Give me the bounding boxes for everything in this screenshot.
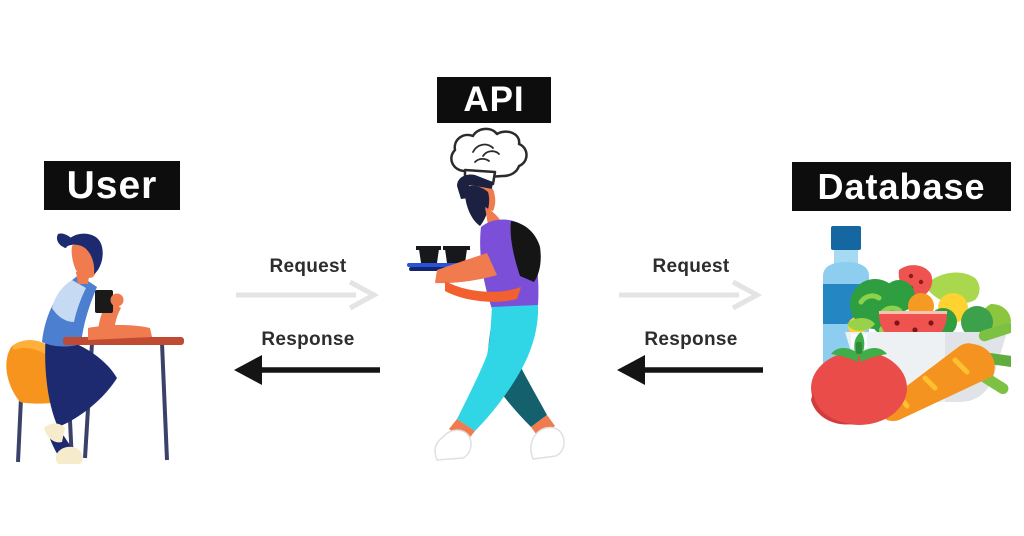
request-arrow-right-icon	[619, 279, 763, 311]
chef-arm	[435, 253, 521, 302]
chef-legs	[434, 305, 565, 461]
arms-and-mug	[88, 290, 152, 340]
database-to-api-response-label: Response	[644, 329, 738, 350]
response-arrow-left-icon	[234, 355, 380, 385]
user-to-api-request-label: Request	[269, 256, 347, 277]
database-node-label: Database	[792, 162, 1011, 211]
chef-hat	[450, 127, 528, 186]
api-node-label: API	[437, 77, 551, 123]
tray-with-cups	[407, 246, 477, 271]
carrot	[881, 322, 1011, 422]
person	[42, 233, 117, 464]
user-node-label: User	[44, 161, 180, 210]
database-illustration-icon	[811, 226, 1011, 425]
api-illustration-icon	[407, 127, 565, 461]
chef-torso	[480, 219, 541, 309]
coffee-mug	[95, 290, 113, 313]
tomato	[811, 332, 907, 425]
request-arrow-right-icon	[236, 279, 380, 311]
api-to-user-response-label: Response	[261, 329, 355, 350]
user-illustration-icon	[6, 233, 184, 464]
response-arrow-left-icon	[617, 355, 763, 385]
api-to-database-request-label: Request	[652, 256, 730, 277]
